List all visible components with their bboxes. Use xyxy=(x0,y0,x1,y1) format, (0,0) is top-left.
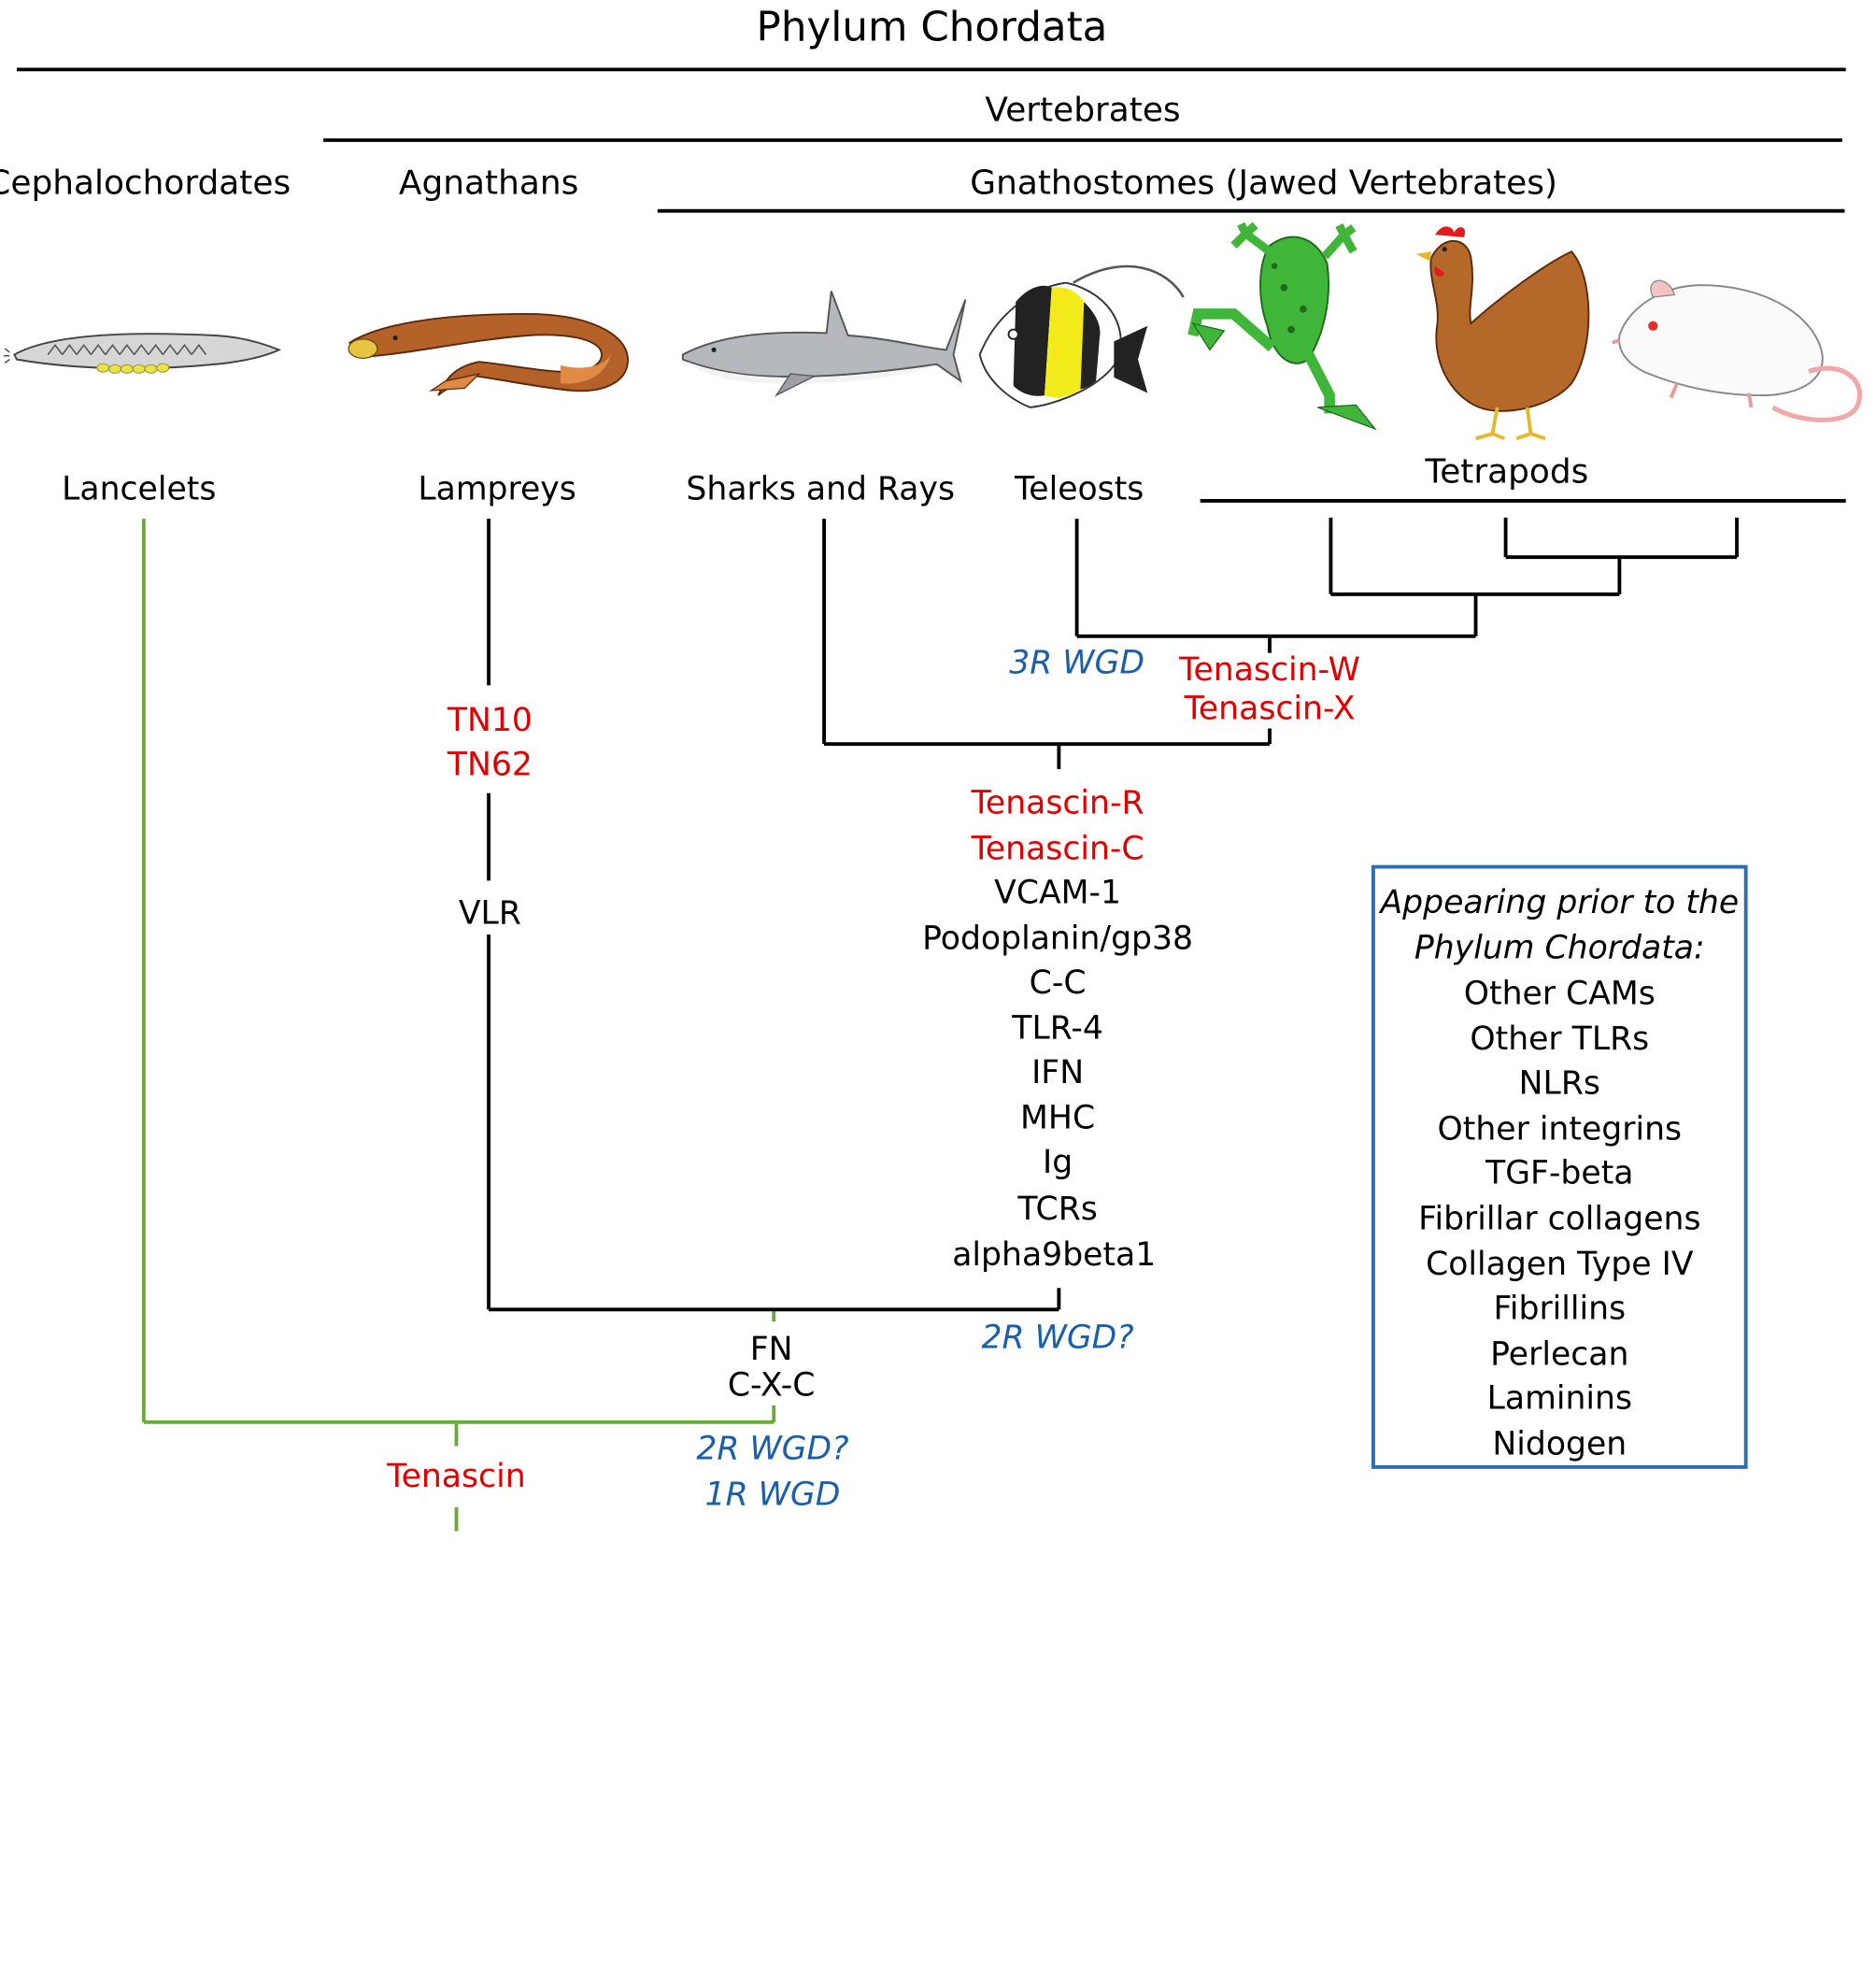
note-item: Laminins xyxy=(1486,1380,1632,1419)
event-3r-wgd: 3R WGD xyxy=(1009,644,1145,682)
note-item: Nidogen xyxy=(1492,1425,1627,1463)
clade-gnathostomes-label: Gnathostomes (Jawed Vertebrates) xyxy=(970,163,1557,203)
note-item: Other CAMs xyxy=(1463,975,1656,1013)
gene-label: C-C xyxy=(1029,964,1087,1002)
event-2r-wgd-base: 2R WGD? xyxy=(696,1430,849,1468)
shark-icon xyxy=(681,291,967,397)
event-tenascin-x: Tenascin-X xyxy=(1184,690,1356,728)
event-cxc: C-X-C xyxy=(727,1366,816,1405)
note-list: Other CAMs Other TLRs NLRs Other integri… xyxy=(1375,972,1744,1467)
taxon-lancelets-label: Lancelets xyxy=(62,470,217,508)
gene-label: alpha9beta1 xyxy=(952,1236,1157,1274)
event-2r-wgd-upper: 2R WGD? xyxy=(981,1319,1134,1357)
taxon-lampreys-label: Lampreys xyxy=(418,470,576,508)
note-heading: Appearing prior to the Phylum Chordata: xyxy=(1375,880,1744,971)
event-fn: FN xyxy=(749,1331,793,1369)
event-tenascin: Tenascin xyxy=(387,1458,526,1496)
gene-label: TLR-4 xyxy=(1012,1009,1103,1048)
note-item: Perlecan xyxy=(1490,1335,1629,1373)
tree-lines xyxy=(3,67,1863,1532)
note-heading-line: Phylum Chordata: xyxy=(1414,929,1705,967)
note-item: Fibrillins xyxy=(1493,1291,1627,1328)
note-item: NLRs xyxy=(1518,1065,1600,1103)
pre-chordate-note-box: Appearing prior to the Phylum Chordata: … xyxy=(1371,864,1748,1469)
note-item: Fibrillar collagens xyxy=(1418,1200,1701,1238)
event-tn10: TN10 xyxy=(447,702,533,740)
gene-label: MHC xyxy=(1020,1099,1096,1137)
moorish-idol-fish-icon xyxy=(978,264,1185,408)
taxon-sharks-label: Sharks and Rays xyxy=(686,470,956,508)
gene-label: Podoplanin/gp38 xyxy=(922,920,1194,958)
clade-tetrapods-label: Tetrapods xyxy=(1425,451,1589,492)
diagram-title: Phylum Chordata xyxy=(756,3,1108,52)
event-tenascin-w: Tenascin-W xyxy=(1179,651,1360,690)
gene-label: IFN xyxy=(1031,1054,1085,1091)
event-tn62: TN62 xyxy=(447,746,533,784)
clade-vertebrates-label: Vertebrates xyxy=(985,90,1181,130)
mouse-icon xyxy=(1612,279,1863,423)
lamprey-icon xyxy=(348,312,629,396)
gene-label: Ig xyxy=(1042,1144,1073,1182)
note-item: Other integrins xyxy=(1437,1110,1683,1148)
note-item: Collagen Type IV xyxy=(1426,1245,1694,1283)
taxon-teleosts-label: Teleosts xyxy=(1015,470,1144,508)
frog-icon xyxy=(1187,221,1377,431)
note-heading-line: Appearing prior to the xyxy=(1380,884,1740,921)
note-item: TGF-beta xyxy=(1485,1155,1634,1193)
lancelet-icon xyxy=(3,333,282,374)
clade-agnathans-label: Agnathans xyxy=(398,163,579,203)
gene-label: Tenascin-C xyxy=(971,830,1144,868)
note-item: Other TLRs xyxy=(1470,1020,1650,1058)
clade-cephalochordates-label: Cephalochordates xyxy=(0,163,291,203)
gene-label: Tenascin-R xyxy=(971,784,1144,822)
event-1r-wgd: 1R WGD xyxy=(704,1476,841,1514)
chicken-icon xyxy=(1415,226,1590,441)
gene-label: TCRs xyxy=(1017,1191,1098,1229)
gene-label: VCAM-1 xyxy=(994,874,1122,912)
event-vlr: VLR xyxy=(458,894,521,933)
